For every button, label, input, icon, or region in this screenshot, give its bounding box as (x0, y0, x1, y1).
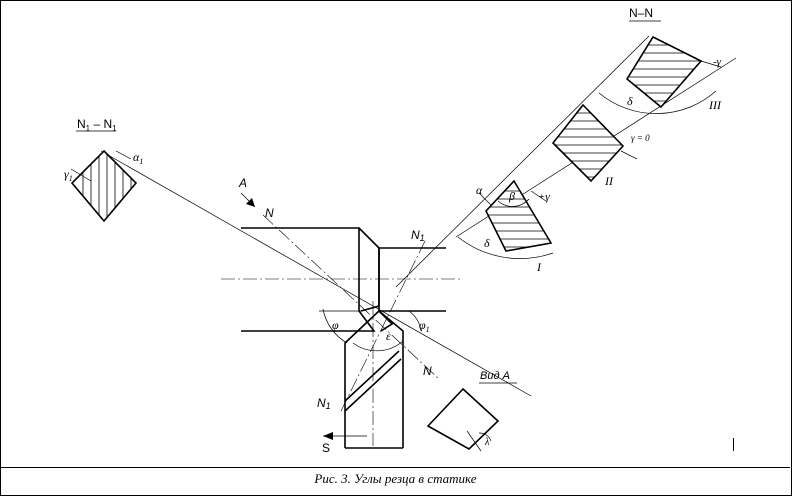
view-a-title: Вид А (480, 370, 510, 382)
plus-gamma-label: +γ (538, 191, 550, 203)
section-line-n1 (100, 150, 532, 397)
normal-axis-n (262, 214, 440, 380)
view-a-arrow-label: A (238, 176, 247, 190)
beta-label: β (508, 189, 515, 203)
normal-axis-n1 (340, 238, 427, 412)
tool-holder (241, 227, 380, 332)
section-n1-n1-title: N1 – N1 (77, 117, 117, 133)
phi-label: φ (332, 318, 339, 332)
section-ii (551, 103, 638, 183)
gamma-zero-label: γ = 0 (631, 133, 650, 143)
figure-caption: Рис. 3. Углы резца в статике (1, 467, 790, 493)
section-nn-title: N–N (629, 6, 653, 20)
phi1-arc (408, 310, 422, 332)
epsilon-label: ε (386, 329, 391, 343)
alpha-label: α (476, 183, 483, 197)
normal-n-lower-label: N (423, 364, 432, 378)
normal-n-upper-label: N (265, 206, 274, 220)
minus-gamma-label: -γ (713, 56, 722, 68)
phi-arc (322, 308, 348, 344)
feed-arrow (323, 432, 367, 440)
gamma1-label: γ1 (64, 167, 73, 183)
phi1-label: φ1 (419, 318, 430, 334)
epsilon-arc (352, 340, 404, 352)
section-line-nn (395, 35, 650, 288)
tool-shank (344, 309, 404, 449)
text-cursor-mark (733, 438, 734, 451)
section-n1-n1 (70, 130, 138, 223)
view-a-arrow (240, 192, 256, 208)
cutting-tool-angles-drawing: N–N N1 – N1 α1 γ1 A N N1 N1 N φ φ1 ε S В… (64, 6, 737, 455)
view-a (426, 382, 517, 452)
feed-s-label: S (322, 441, 330, 455)
roman-3-label: III (708, 98, 722, 112)
lambda-label: λ (484, 437, 490, 448)
alpha1-label: α1 (133, 150, 143, 166)
delta-1-label: δ (484, 236, 490, 250)
roman-2-label: II (604, 174, 614, 188)
roman-1-label: I (536, 260, 542, 274)
delta-3-label: δ (627, 94, 633, 108)
normal-n1-left-label: N1 (317, 396, 331, 411)
normal-n1-right-label: N1 (411, 228, 425, 243)
workpiece-block (360, 247, 446, 332)
